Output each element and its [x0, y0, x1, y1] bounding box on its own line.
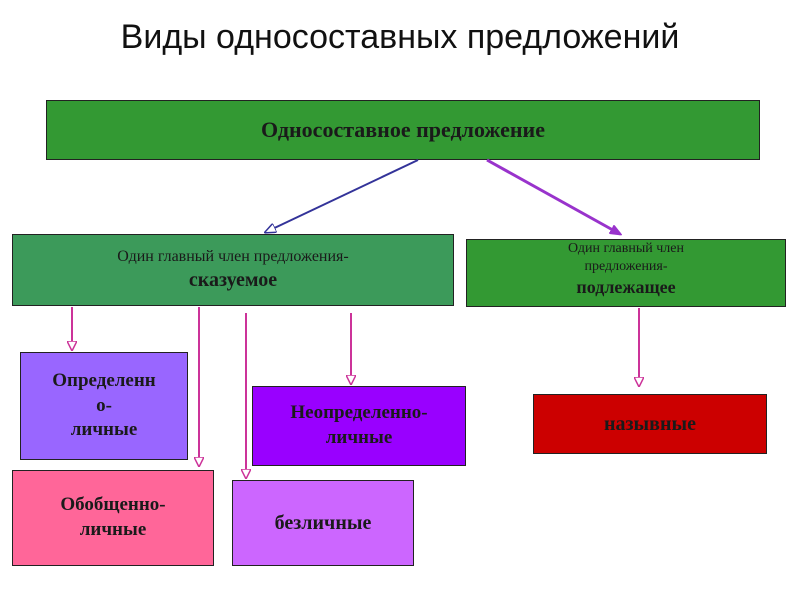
generalized-personal-node: Обобщенно- личные — [12, 470, 214, 566]
root-node: Односоставное предложение — [46, 100, 760, 160]
indefinite-personal-node: Неопределенно- личные — [252, 386, 466, 466]
generalized-line1: Обобщенно- — [60, 494, 166, 516]
impersonal-node: безличные — [232, 480, 414, 566]
impersonal-label: безличные — [274, 512, 372, 534]
definite-line3: личные — [70, 419, 138, 441]
predicate-node-line2: сказуемое — [188, 269, 278, 292]
indefinite-line1: Неопределенно- — [290, 402, 428, 424]
definite-line2: о- — [96, 394, 112, 416]
predicate-node-line1: Один главный член предложения- — [117, 247, 349, 265]
indefinite-line2: личные — [325, 427, 393, 448]
arrow-root-to-predicate — [266, 159, 419, 232]
nominative-node: назывные — [533, 394, 767, 454]
subject-node-line3: подлежащее — [576, 277, 676, 298]
page-title: Виды односоставных предложений — [120, 18, 680, 56]
root-node-label: Односоставное предложение — [261, 116, 545, 142]
subject-node-line2: предложения- — [584, 259, 668, 275]
predicate-node: Один главный член предложения- сказуемое — [12, 234, 454, 306]
definite-personal-node: Определенн о- личные — [20, 352, 188, 460]
subject-node-line1: Один главный член — [568, 241, 684, 256]
generalized-line2: личные — [79, 519, 147, 540]
subject-node: Один главный член предложения- подлежаще… — [466, 239, 786, 307]
nominative-label: назывные — [604, 413, 696, 435]
definite-line1: Определенн — [52, 369, 156, 391]
arrow-root-to-subject — [486, 158, 620, 234]
